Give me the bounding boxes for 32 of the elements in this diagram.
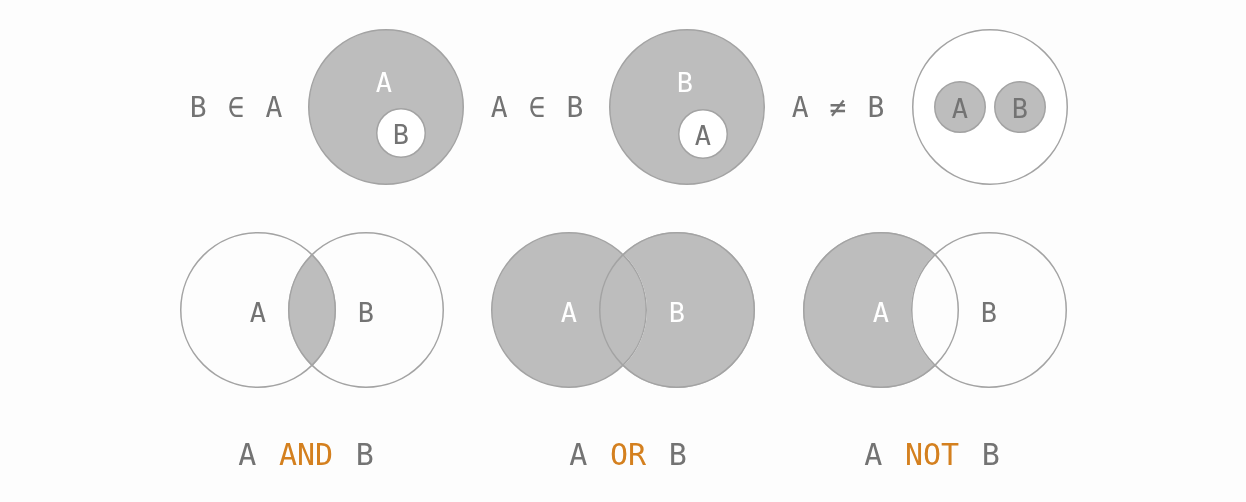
operation-label: A AND B [238,440,374,470]
set-letter: B [1011,94,1029,122]
set-circle [308,29,464,185]
subset-circle [376,108,426,158]
set-letter: A [694,121,712,149]
set-letter: B [668,298,686,326]
venn-circle [491,232,647,388]
set-letter: B [392,120,410,148]
relation-label: A ∈ B [490,94,584,122]
set-letter: A [560,298,578,326]
intersection-region [288,253,336,367]
venn-circle [803,232,959,388]
venn-circle [180,232,336,388]
set-circle [994,81,1046,133]
set-letter: B [357,298,375,326]
operation-label: A OR B [569,440,687,470]
set-letter: A [872,298,890,326]
venn-circle [288,232,444,388]
set-circle [609,29,765,185]
set-letter: A [951,94,969,122]
subset-circle [678,109,728,159]
set-letter: B [980,298,998,326]
set-letter: B [676,68,694,96]
venn-circle [599,232,755,388]
relation-label: A ≠ B [791,94,885,122]
set-letter: A [249,298,267,326]
set-circle [934,81,986,133]
relation-label: B ∈ A [189,94,283,122]
operation-label: A NOT B [864,440,1000,470]
set-letter: A [375,68,393,96]
outer-circle [912,29,1068,185]
venn-circle [911,232,1067,388]
